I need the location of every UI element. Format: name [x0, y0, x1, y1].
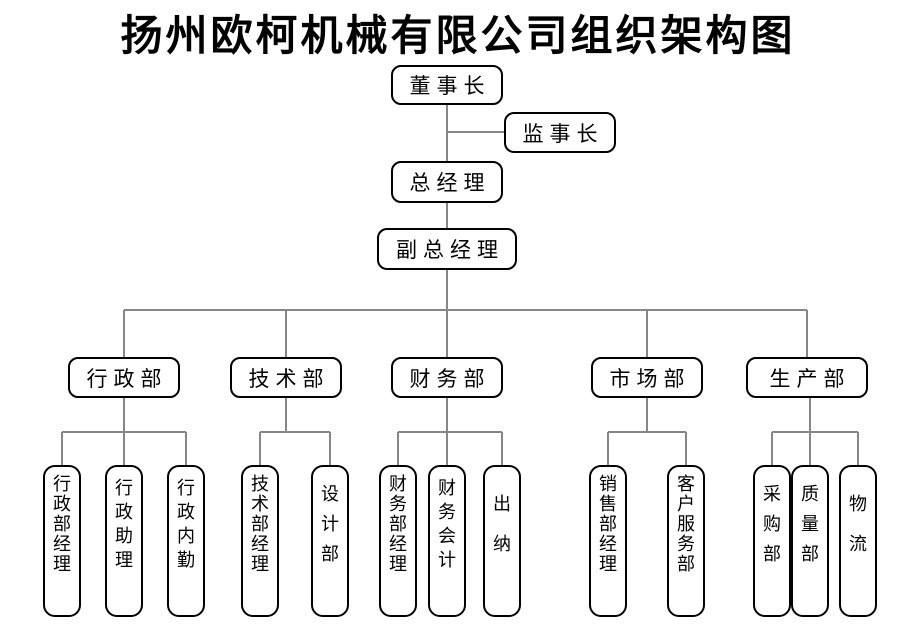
node-purchasing-dept: 采购部: [753, 465, 791, 617]
node-dept-marketing: 市场部: [591, 357, 703, 398]
node-label: 销售部经理: [599, 474, 617, 574]
node-label: 出纳: [493, 494, 511, 554]
node-label: 设计部: [321, 484, 339, 564]
node-label: 采购部: [763, 484, 781, 564]
node-finance-dept-manager: 财务部经理: [379, 465, 417, 617]
node-dept-admin: 行政部: [68, 357, 180, 398]
node-dept-production: 生产部: [746, 357, 868, 398]
node-label: 物流: [849, 494, 867, 554]
node-label: 财务部: [409, 366, 491, 391]
node-design-dept: 设计部: [311, 465, 349, 617]
node-chairman: 董事长: [391, 65, 503, 105]
node-label: 董事长: [409, 74, 491, 98]
node-cashier: 出纳: [483, 465, 521, 617]
node-label: 行政助理: [115, 478, 133, 570]
node-supervisory-chief: 监事长: [504, 112, 616, 153]
node-admin-internal-affairs: 行政内勤: [167, 465, 205, 617]
node-label: 财务会计: [438, 478, 456, 570]
node-dept-tech: 技术部: [230, 357, 342, 398]
node-finance-accounting: 财务会计: [428, 465, 466, 617]
node-label: 行政内勤: [177, 478, 195, 570]
node-label: 监事长: [522, 121, 604, 146]
node-customer-service-dept: 客户服务部: [667, 465, 705, 617]
node-label: 市场部: [609, 366, 691, 391]
node-admin-dept-manager: 行政部经理: [43, 465, 81, 617]
node-dept-finance: 财务部: [391, 357, 503, 398]
node-label: 副总经理: [396, 238, 504, 262]
node-label: 质量部: [801, 484, 819, 564]
node-label: 生产部: [769, 366, 851, 391]
node-label: 技术部: [248, 366, 330, 391]
node-general-manager: 总经理: [391, 161, 503, 203]
chart-title: 扬州欧柯机械有限公司组织架构图: [120, 11, 796, 60]
node-admin-assistant: 行政助理: [105, 465, 143, 617]
node-sales-dept-manager: 销售部经理: [589, 465, 627, 617]
node-label: 客户服务部: [677, 474, 695, 574]
node-label: 行政部: [86, 366, 168, 391]
node-tech-dept-manager: 技术部经理: [241, 465, 279, 617]
node-label: 总经理: [409, 171, 491, 195]
node-quality-dept: 质量部: [791, 465, 829, 617]
node-label: 技术部经理: [251, 474, 269, 574]
node-label: 财务部经理: [389, 474, 407, 574]
node-deputy-general-manager: 副总经理: [377, 228, 517, 270]
node-logistics: 物流: [839, 465, 877, 617]
node-label: 行政部经理: [53, 474, 71, 574]
